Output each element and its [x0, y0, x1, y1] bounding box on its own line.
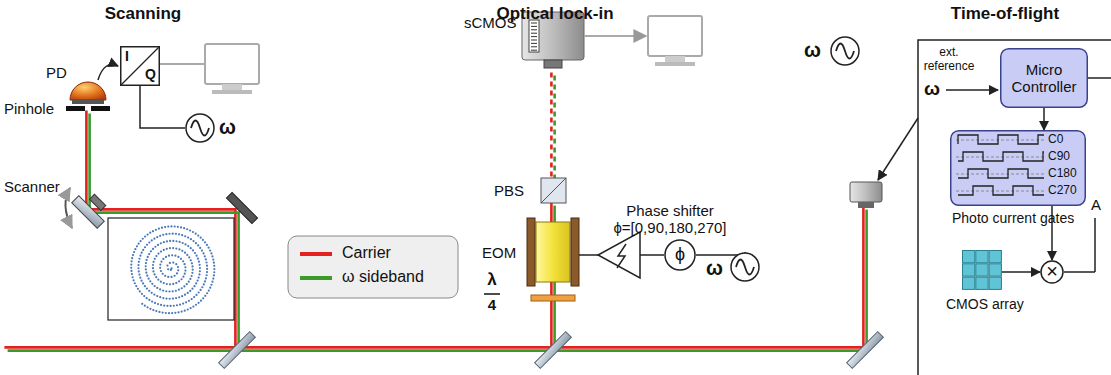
scan-pattern-inset [108, 218, 234, 320]
scan-pattern-dots [130, 225, 215, 314]
scanner-mirror [65, 188, 105, 228]
cmos-array-outline [962, 250, 1002, 290]
amplifier-symbol [579, 232, 664, 278]
iq-demodulator: IQ [120, 46, 160, 86]
part-label: ϕ=[0,90,180,270] [613, 219, 726, 236]
multiplier-label: × [1040, 260, 1064, 283]
micro-controller-label: Micro Controller [1000, 61, 1088, 96]
electro-optic-modulator [527, 218, 579, 286]
iq-demodulator-label: Q [145, 66, 156, 82]
laser-beam [90, 114, 239, 351]
legend-swatch [300, 252, 332, 256]
cmos-array: CMOS array [962, 250, 1002, 290]
oscillator-outline [830, 36, 860, 66]
control-wire [1088, 77, 1111, 79]
legend-swatch [300, 276, 332, 280]
photo-current-gates: C0C90C180C270Photo current gates [950, 130, 1086, 206]
iq-demodulator-label: I [125, 48, 129, 64]
photo-current-gates-label: C270 [1048, 184, 1077, 198]
cmos-array-label: CMOS array [946, 296, 1024, 312]
phase-shifter-label: ϕ [664, 244, 696, 265]
part-label: ω [924, 78, 940, 100]
polarizing-beam-splitter [541, 178, 566, 203]
computer-monitor [648, 16, 702, 66]
computer-monitor [205, 44, 259, 94]
legend-label: ω sideband [342, 268, 424, 286]
photo-current-gates-label: C0 [1048, 133, 1063, 147]
tof-camera [850, 182, 882, 208]
laser-beam [86, 110, 235, 347]
photodiode [70, 82, 106, 104]
panel-title: Scanning [105, 4, 182, 24]
photo-current-gates-label: C90 [1048, 150, 1070, 164]
part-label: ext. reference [918, 46, 980, 74]
laser-beam [8, 349, 867, 352]
laser-beam [4, 68, 866, 350]
part-label: PD [46, 64, 67, 81]
output-wire [1064, 271, 1095, 273]
oscillator-label: ω [804, 39, 821, 62]
laser-beam [862, 206, 865, 347]
signal-connector [1043, 108, 1045, 130]
oscillator-label: ω [706, 257, 723, 280]
part-label: EOM [482, 244, 516, 261]
part-label: 4 [488, 296, 496, 313]
tof-sensor-housing [918, 40, 1111, 375]
micro-controller: Micro Controller [1000, 48, 1088, 108]
beam-splitter [219, 332, 884, 369]
signal-wire [98, 65, 118, 80]
part-label: PBS [494, 182, 524, 199]
oscillator-label: ω [219, 116, 236, 139]
part-label: Pinhole [4, 100, 54, 117]
phase-shifter: ϕ [664, 239, 696, 271]
oscillator-outline [730, 252, 760, 282]
oscillator: ω [185, 113, 215, 143]
data-wire [160, 63, 205, 65]
part-label: Phase shifter [626, 202, 714, 219]
oscillator: ω [830, 36, 860, 66]
photo-current-gates-label: C180 [1048, 167, 1077, 181]
signal-connector [1002, 271, 1040, 273]
part-label: A [1091, 196, 1101, 213]
pinhole [66, 106, 110, 111]
part-label: sCMOS [464, 14, 517, 31]
laser-beam [550, 68, 553, 176]
legend-label: Carrier [342, 244, 391, 262]
oscillator: ω [730, 252, 760, 282]
output-wire [1094, 218, 1096, 272]
legend-box [288, 236, 458, 298]
fraction-bar [484, 293, 500, 295]
laser-beam [4, 346, 863, 349]
part-label: Scanner [4, 178, 60, 195]
laser-beam [553, 72, 556, 180]
reference-wire [946, 89, 998, 91]
part-label: λ [487, 270, 496, 290]
oscillator-outline [185, 113, 215, 143]
data-wire [584, 35, 646, 37]
multiplier: × [1040, 260, 1064, 284]
laser-beam [865, 210, 868, 351]
quarter-wave-plate [531, 295, 575, 301]
panel-title: Time-of-flight [951, 4, 1059, 24]
photo-current-gates-label: Photo current gates [952, 210, 1074, 226]
signal-wire [878, 118, 918, 180]
signal-connector [140, 86, 185, 128]
